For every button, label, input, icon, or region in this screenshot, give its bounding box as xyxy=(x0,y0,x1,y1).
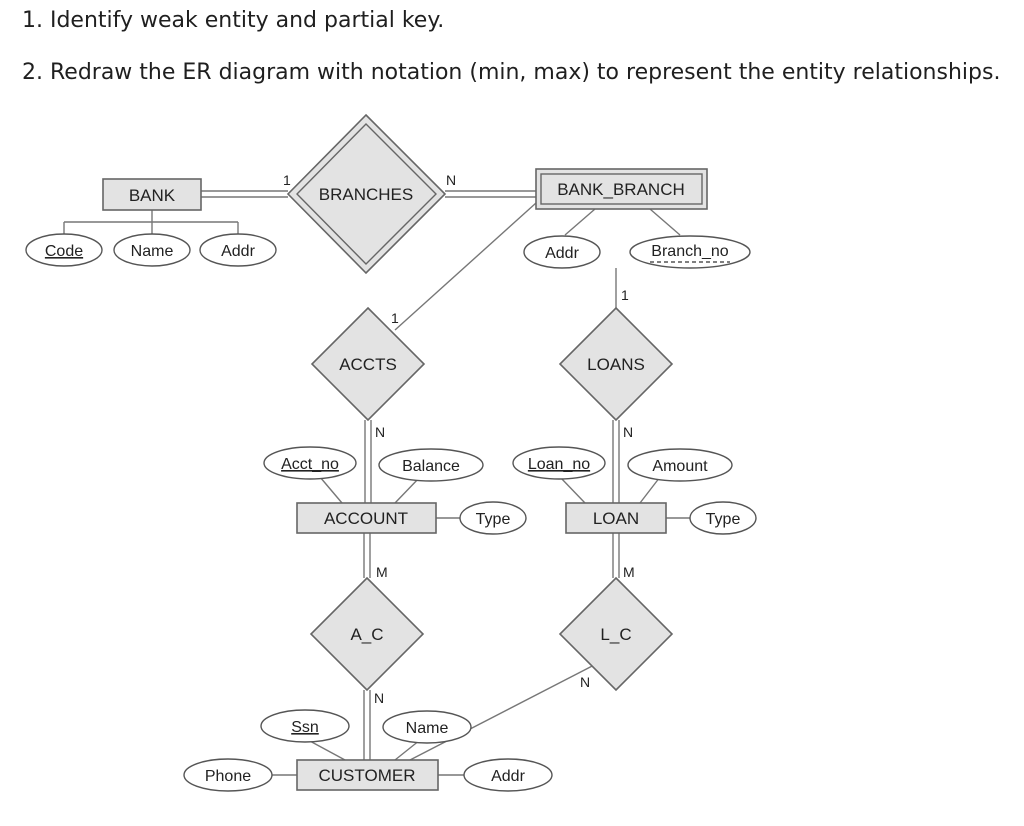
attribute-bank-name: Name xyxy=(113,233,191,267)
attribute-bank-code: Code xyxy=(25,233,103,267)
relationship-a-c: A_C xyxy=(309,576,425,692)
attribute-bank-addr: Addr xyxy=(199,233,277,267)
attribute-account-type: Type xyxy=(459,501,527,535)
attribute-branch-no-label: Branch_no xyxy=(651,243,728,260)
cardinality-loans-loan: N xyxy=(623,424,633,440)
attribute-phone-label: Phone xyxy=(205,768,251,785)
attribute-bank-code-label: Code xyxy=(45,243,83,260)
entity-bank-branch-label: BANK_BRANCH xyxy=(557,180,685,199)
relationship-loans-label: LOANS xyxy=(587,355,645,374)
relationship-branches-label: BRANCHES xyxy=(319,185,413,204)
attribute-bank-name-label: Name xyxy=(131,243,174,260)
attribute-customer-name: Name xyxy=(382,710,472,744)
entity-loan: LOAN xyxy=(565,502,667,534)
attribute-balance-label: Balance xyxy=(402,458,460,475)
attribute-branch-no: Branch_no xyxy=(629,235,751,269)
attribute-customer-addr-label: Addr xyxy=(491,768,525,785)
cardinality-accts-account: N xyxy=(375,424,385,440)
attribute-ssn-label: Ssn xyxy=(291,719,319,736)
attribute-branch-addr-label: Addr xyxy=(545,245,579,262)
entity-customer-label: CUSTOMER xyxy=(319,766,416,785)
entity-bank: BANK xyxy=(102,178,202,211)
relationship-l-c: L_C xyxy=(558,576,674,692)
relationship-loans: LOANS xyxy=(558,306,674,422)
cardinality-l-c-customer: N xyxy=(580,674,590,690)
attribute-customer-name-label: Name xyxy=(406,720,449,737)
attribute-branch-addr: Addr xyxy=(523,235,601,269)
relationship-a-c-label: A_C xyxy=(350,625,383,644)
relationship-branches: BRANCHES xyxy=(286,113,447,275)
cardinality-loan-l-c: M xyxy=(623,564,635,580)
question-1: 1. Identify weak entity and partial key. xyxy=(22,8,445,33)
cardinality-bank-branch-accts: 1 xyxy=(391,310,399,326)
attribute-customer-addr: Addr xyxy=(463,758,553,792)
attribute-bank-addr-label: Addr xyxy=(221,243,255,260)
entity-account-label: ACCOUNT xyxy=(324,509,408,528)
relationship-l-c-label: L_C xyxy=(600,625,631,644)
attribute-loan-type: Type xyxy=(689,501,757,535)
connector-lines xyxy=(63,190,690,776)
entity-bank-branch: BANK_BRANCH xyxy=(535,168,708,210)
attribute-loan-no: Loan_no xyxy=(512,446,606,480)
entity-customer: CUSTOMER xyxy=(296,759,439,791)
relationship-accts: ACCTS xyxy=(310,306,426,422)
cardinality-account-a-c: M xyxy=(376,564,388,580)
attribute-phone: Phone xyxy=(183,758,273,792)
attribute-acct-no: Acct_no xyxy=(263,446,357,480)
entity-loan-label: LOAN xyxy=(593,509,639,528)
attribute-account-type-label: Type xyxy=(476,511,511,528)
attribute-loan-type-label: Type xyxy=(706,511,741,528)
attribute-amount: Amount xyxy=(627,448,733,482)
entity-bank-label: BANK xyxy=(129,186,176,205)
attribute-ssn: Ssn xyxy=(260,709,350,743)
attribute-amount-label: Amount xyxy=(652,458,708,475)
relationship-accts-label: ACCTS xyxy=(339,355,397,374)
attribute-balance: Balance xyxy=(378,448,484,482)
cardinality-bank-branch-loans: 1 xyxy=(621,287,629,303)
cardinality-a-c-customer: N xyxy=(374,690,384,706)
question-2: 2. Redraw the ER diagram with notation (… xyxy=(22,60,1001,85)
cardinality-branches-bank-branch: N xyxy=(446,172,456,188)
cardinality-bank-branches: 1 xyxy=(283,172,291,188)
entity-account: ACCOUNT xyxy=(296,502,437,534)
attribute-loan-no-label: Loan_no xyxy=(528,456,590,473)
attribute-acct-no-label: Acct_no xyxy=(281,456,339,473)
